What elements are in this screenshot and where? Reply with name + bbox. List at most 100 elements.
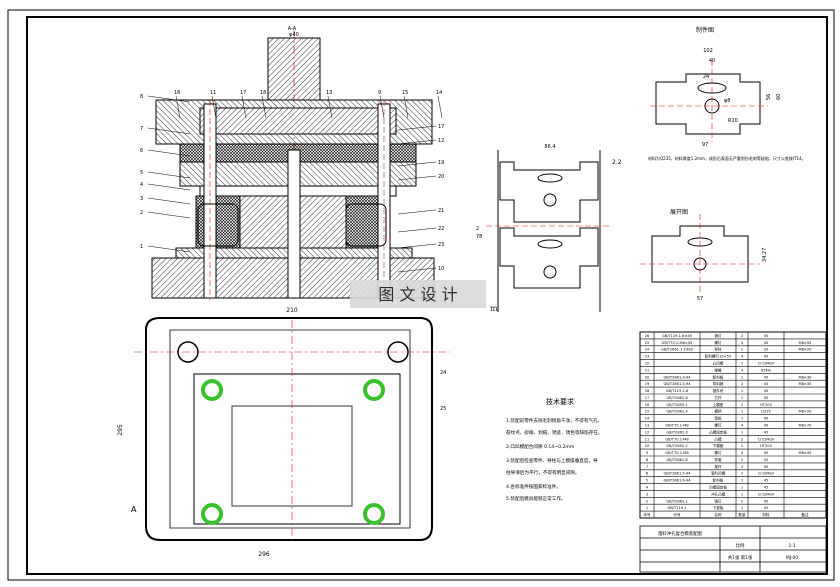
part-number-label: 22 bbox=[438, 226, 444, 232]
bom-cell: GB/T119.1 bbox=[668, 506, 687, 510]
bom-cell: 9 bbox=[646, 451, 649, 455]
bom-cell: 冲孔凸模 bbox=[711, 491, 726, 496]
bom-cell: 导料销 bbox=[713, 381, 724, 386]
bom-cell: 19 bbox=[645, 382, 650, 386]
leader-line bbox=[147, 183, 191, 191]
bom-cell: 1 bbox=[741, 362, 743, 366]
bom-header-cell: 名称 bbox=[714, 512, 722, 517]
bom-cell: Cr12MoV bbox=[758, 492, 775, 496]
part-number-label: 8 bbox=[140, 94, 143, 100]
bom-cell: 3 bbox=[646, 492, 648, 496]
bom-cell: Q235 bbox=[761, 410, 771, 414]
bom-cell: 卸料螺钉10×55 bbox=[705, 354, 732, 359]
bom-cell: GB/T70.1-M8×55 bbox=[662, 341, 693, 345]
bom-cell: 销钉 bbox=[714, 333, 722, 338]
strip-dim-b: 78 bbox=[476, 234, 482, 240]
bom-cell: 销钉 bbox=[714, 498, 722, 503]
bom-cell: 45 bbox=[764, 430, 769, 434]
leader-line bbox=[175, 95, 181, 119]
bom-cell: 20 bbox=[645, 375, 650, 379]
bom-cell: 1 bbox=[741, 403, 743, 407]
tech-req-line-1: 1.装配前零件去除毛刺锐角干净，不得有气孔、 bbox=[506, 417, 602, 424]
main-section-view bbox=[151, 30, 435, 300]
part-number-label: 21 bbox=[438, 208, 444, 214]
bom-cell: 1 bbox=[741, 389, 743, 393]
bom-cell: 2 bbox=[741, 458, 743, 462]
text-layer: φ40 A-A 210 295 296 A 24 25 86.4 2.2 2 7… bbox=[117, 26, 806, 561]
leader-line bbox=[379, 95, 385, 119]
bom-cell: 1 bbox=[741, 375, 743, 379]
part-label-24: 24 bbox=[440, 370, 446, 376]
bom-cell: 导柱 bbox=[714, 347, 722, 352]
title-block bbox=[639, 525, 827, 573]
bom-cell: 4 bbox=[741, 424, 744, 428]
bom-cell: M8×20 bbox=[799, 348, 813, 352]
plan-view bbox=[134, 317, 450, 541]
bom-cell: 45 bbox=[764, 355, 769, 359]
part-number-label: 10 bbox=[438, 266, 444, 272]
bom-cell: 凸模固定板 bbox=[709, 429, 727, 434]
bom-cell: GB/T2855.1 bbox=[666, 403, 687, 407]
bom-cell: 17 bbox=[645, 396, 650, 400]
bom-cell: 导套 bbox=[714, 457, 722, 462]
bom-cell: GB/T2861.3-94 bbox=[663, 375, 691, 379]
leader-line bbox=[397, 139, 437, 145]
bom-cell: GB/T70.1-M8 bbox=[665, 451, 689, 455]
bom-cell: 18 bbox=[645, 389, 650, 393]
bom-header-cell: 序号 bbox=[643, 512, 651, 517]
bom-cell: M8×55 bbox=[799, 341, 812, 345]
bom-cell: 13 bbox=[645, 424, 650, 428]
tech-req-title: 技术要求 bbox=[546, 397, 574, 406]
bom-header-cell: 数量 bbox=[738, 512, 746, 517]
bom-cell: GB/T2861.4 bbox=[666, 410, 688, 414]
bom-cell: GB/T70.1-M8 bbox=[665, 424, 689, 428]
bom-cell: 打杆 bbox=[714, 395, 722, 400]
bom-cell: 3 bbox=[741, 465, 743, 469]
plan-dim-bottom: 296 bbox=[258, 551, 270, 558]
bom-cell: 上模座 bbox=[713, 402, 724, 407]
part-drawing bbox=[650, 60, 768, 142]
section-label: A-A bbox=[288, 26, 297, 32]
bom-cell: Cr12MoV bbox=[758, 472, 775, 476]
part-dim-radius: R10 bbox=[728, 118, 738, 124]
part-number-label: 4 bbox=[140, 182, 143, 188]
part-number-label: 17 bbox=[438, 124, 444, 130]
bom-cell: Cr12MoV bbox=[758, 362, 775, 366]
bom-cell: HT200 bbox=[760, 403, 772, 407]
title-block-drawing-title: 落料冲孔复合模装配图 bbox=[658, 530, 703, 537]
title-block-sheet: 共1张 第1张 bbox=[728, 554, 753, 561]
part-dim-bottom: 97 bbox=[702, 142, 708, 148]
bom-cell: 1 bbox=[741, 479, 743, 483]
tech-req-line-3: 2.凸凹模配合间隙 0.14~0.2mm bbox=[506, 443, 575, 450]
strip-dim-top: 86.4 bbox=[544, 144, 555, 150]
bom-cell: 23 bbox=[645, 355, 650, 359]
leader-line bbox=[147, 245, 191, 253]
bom-frame bbox=[639, 331, 827, 519]
bom-header-cell: 备注 bbox=[801, 512, 809, 517]
bom-cell: 4 bbox=[741, 368, 744, 372]
bom-cell: GB/T2861.3 bbox=[666, 430, 687, 434]
leader-line bbox=[261, 95, 267, 119]
part-note: 材料为Q235，材料厚度1.2mm，成形后表面无严重划伤毛刺等缺陷，尺寸公差按I… bbox=[648, 155, 806, 161]
bom-cell: 1 bbox=[741, 486, 743, 490]
bom-cell: GB/T2855.2 bbox=[666, 444, 687, 448]
part-number-label: 9 bbox=[378, 90, 381, 96]
bom-cell: 45 bbox=[764, 417, 769, 421]
bom-cell: GB/T2861.6-94 bbox=[663, 479, 691, 483]
bom-cell: GB/T70.1-M8 bbox=[665, 437, 689, 441]
bom-cell: 卸料板 bbox=[713, 374, 724, 379]
bom-cell: 垫板 bbox=[714, 416, 722, 421]
tech-req-line-6: 4.各标准件按国家标准件。 bbox=[506, 483, 561, 490]
bom-cell: 15 bbox=[645, 410, 650, 414]
part-drawing-title: 制件图 bbox=[696, 26, 714, 34]
bom-cell: 45 bbox=[764, 424, 769, 428]
watermark: 图 文 设 计 m bbox=[350, 280, 498, 313]
part-dim-right-a: 56 bbox=[766, 94, 772, 100]
bom-cell: GB/T119.1-8×40 bbox=[662, 334, 693, 338]
bom-cell: 45 bbox=[764, 382, 769, 386]
bom-cell: 45 bbox=[764, 341, 769, 345]
bom-cell: Cr12MoV bbox=[758, 437, 775, 441]
